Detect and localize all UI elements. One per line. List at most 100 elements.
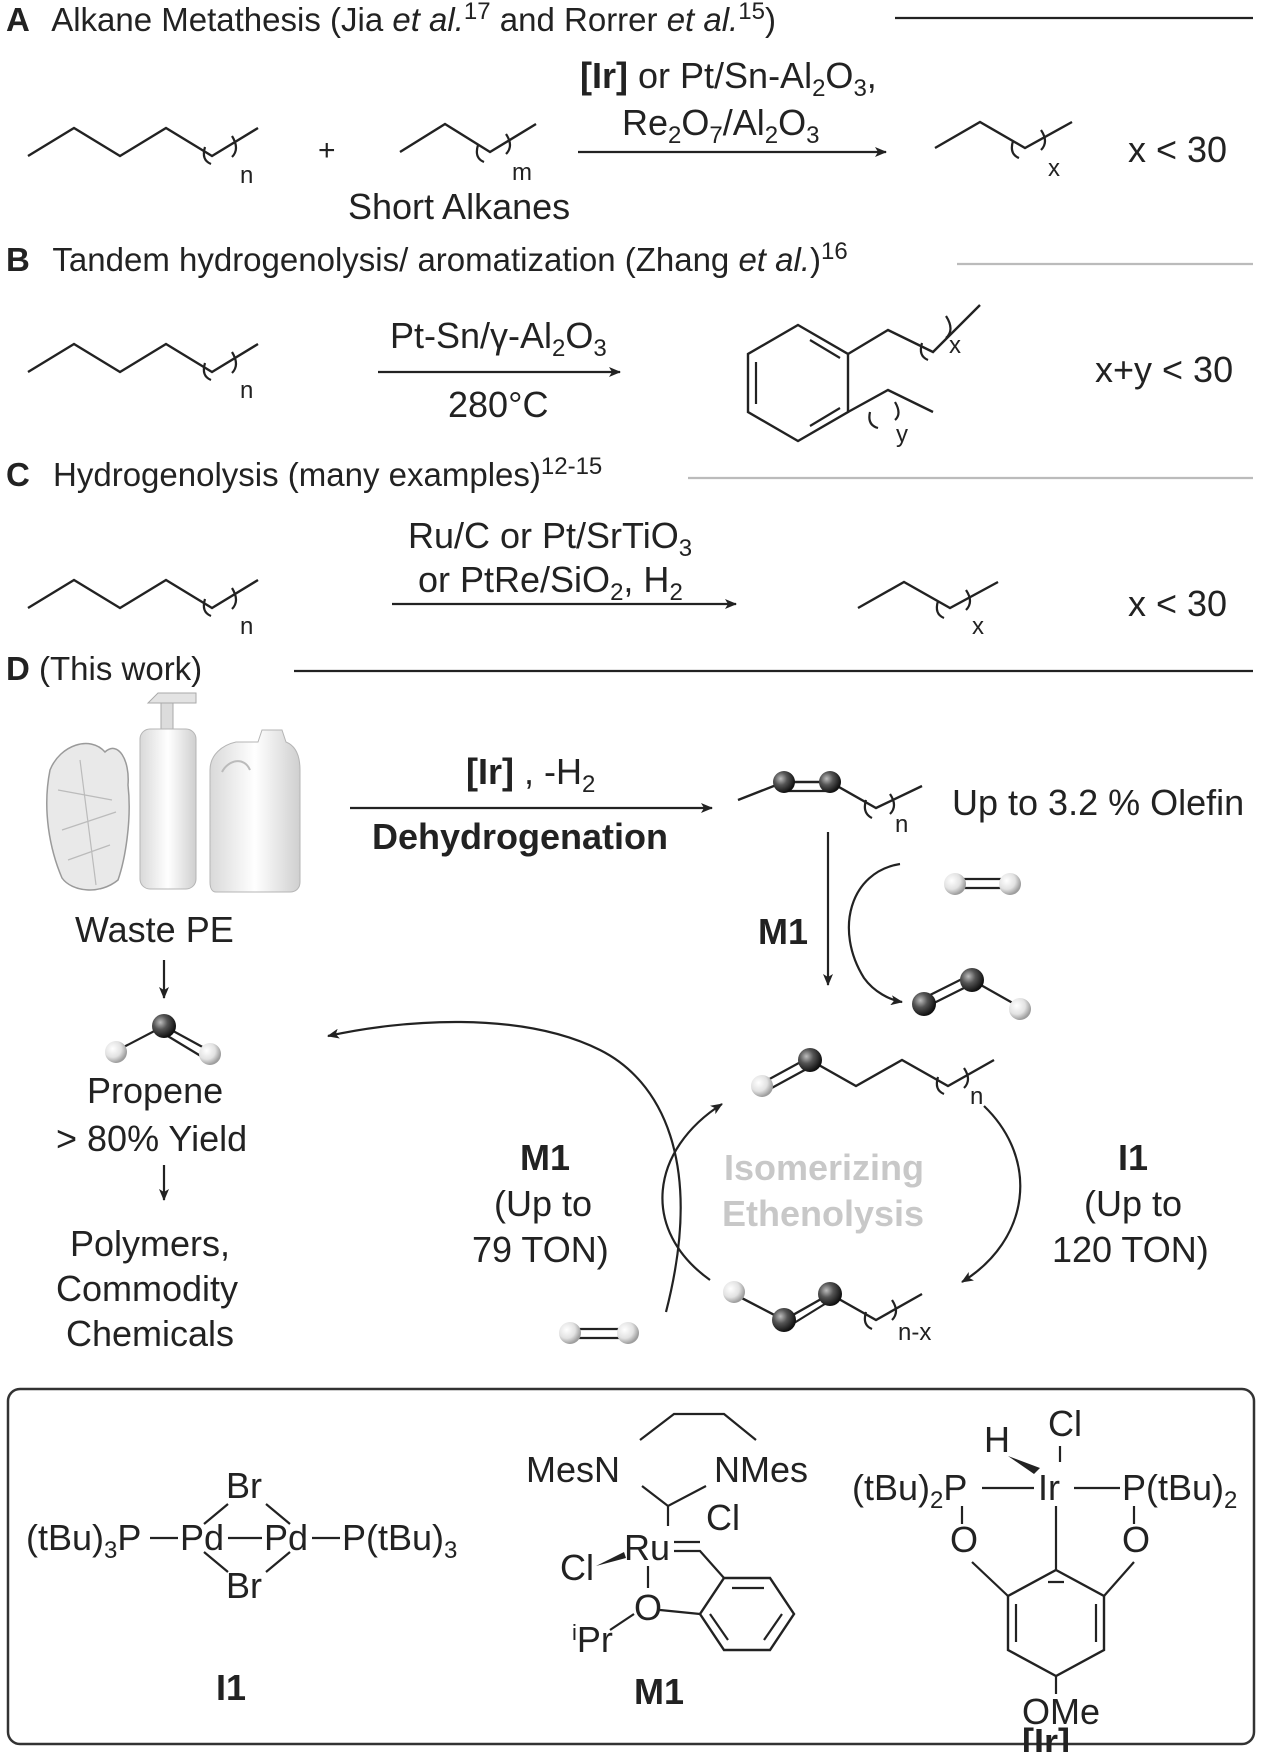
i1-pd-left: Pd bbox=[180, 1517, 224, 1558]
repeat-brackets-a bbox=[202, 135, 238, 166]
i1-right-ligand: P(tBu)3 bbox=[342, 1517, 457, 1564]
alkyl-chain-x bbox=[847, 304, 981, 356]
m1-cl-right: Cl bbox=[706, 1497, 740, 1538]
ethylene-top-carbon-1 bbox=[944, 873, 966, 895]
reactant-sub-n-b: n bbox=[240, 377, 253, 404]
repeat-brackets-product-a bbox=[1010, 129, 1047, 160]
section-c-ref: 12-15 bbox=[541, 453, 602, 480]
svg-text:A Alkane Metathesis (Jia: A Alkane Metathesis (Jia et al.17 and Ro… bbox=[6, 0, 776, 38]
propene-molecule bbox=[105, 1014, 221, 1065]
polymers-line2: Commodity bbox=[56, 1268, 238, 1309]
ethylene-top-carbon-2 bbox=[999, 873, 1021, 895]
i1-pd-right: Pd bbox=[264, 1517, 308, 1558]
result-c: x < 30 bbox=[1128, 583, 1227, 624]
ir-left-ligand: (tBu)2P bbox=[852, 1467, 967, 1514]
cycle-m1-ton-line2: 79 TON) bbox=[472, 1229, 609, 1270]
waste-pe-image bbox=[46, 692, 301, 893]
cycle-i1-ton-line2: 120 TON) bbox=[1052, 1229, 1209, 1270]
bracket-alpha bbox=[935, 1067, 970, 1096]
ir-ome: OMe bbox=[1022, 1691, 1100, 1732]
m1-o: O bbox=[634, 1587, 662, 1628]
i1-name: I1 bbox=[216, 1667, 246, 1708]
ir-h-wedge bbox=[1008, 1456, 1040, 1474]
result-b: x+y < 30 bbox=[1095, 349, 1233, 390]
section-d: D (This work) Waste PE [Ir] , -H2 Dehydr… bbox=[6, 650, 1253, 1354]
olefin-carbon-top-2 bbox=[819, 771, 841, 793]
section-b-title-suffix: ) bbox=[810, 241, 821, 278]
cycle-i1-ton-line1: (Up to bbox=[1084, 1183, 1182, 1224]
dehydrogenation-conditions: [Ir] , -H2 bbox=[466, 751, 595, 798]
internal-olefin-carbon-3 bbox=[818, 1282, 842, 1306]
waste-pe-label: Waste PE bbox=[75, 909, 234, 950]
short-alkanes-label: Short Alkanes bbox=[348, 186, 570, 227]
repeat-brackets-c bbox=[202, 587, 238, 618]
m1-name: M1 bbox=[634, 1671, 684, 1712]
plastic-bag bbox=[46, 742, 130, 891]
m1-alkylidene bbox=[674, 1540, 725, 1579]
alpha-olefin-sub-n: n bbox=[970, 1083, 983, 1110]
pump-head bbox=[146, 692, 197, 704]
catalyst-m1: MesN NMes Ru Cl Cl O iPr M1 bbox=[526, 1412, 808, 1712]
internal-olefin-top: n bbox=[737, 771, 923, 838]
m1-o-ipr-bond bbox=[609, 1613, 635, 1631]
cycle-arrow-right bbox=[961, 1105, 1022, 1283]
section-c-letter: C bbox=[6, 456, 30, 493]
m1-mesn-left: MesN bbox=[526, 1449, 620, 1490]
catalyst-box-frame bbox=[6, 1387, 1256, 1746]
internal-olefin-bottom: n-x bbox=[723, 1281, 931, 1346]
propene-yield: > 80% Yield bbox=[56, 1118, 247, 1159]
section-b-title: Tandem hydrogenolysis/ aromatization (Zh… bbox=[52, 241, 738, 278]
i1-bridge-bonds bbox=[203, 1503, 291, 1573]
section-a-etal-2: et al. bbox=[667, 1, 739, 38]
m1-mesn-right: NMes bbox=[714, 1449, 808, 1490]
section-a: A Alkane Metathesis (Jia et al.17 and Ro… bbox=[6, 0, 1253, 227]
olefin-carbon-top-1 bbox=[773, 771, 795, 793]
ethylene-bottom-carbon-1 bbox=[559, 1322, 581, 1344]
milk-jug bbox=[209, 729, 301, 893]
repeat-brackets-short bbox=[475, 133, 512, 164]
propene-formation-arrow bbox=[327, 1020, 682, 1313]
alkylbenzene-product: x y bbox=[746, 304, 981, 448]
olefin-sub-n: n bbox=[895, 811, 908, 838]
bag-creases bbox=[57, 759, 117, 886]
ir-metal: Ir bbox=[1038, 1467, 1060, 1508]
propene-label: Propene bbox=[87, 1070, 223, 1111]
cycle-center-line2: Ethenolysis bbox=[722, 1193, 924, 1234]
section-a-etal-1: et al. bbox=[392, 1, 464, 38]
pump-bottle bbox=[139, 728, 197, 890]
short-alkane bbox=[399, 122, 537, 154]
propene-molecule-bond-3 bbox=[165, 1034, 205, 1059]
repeat-brackets-b bbox=[202, 351, 238, 382]
pump-stem bbox=[160, 702, 174, 730]
m1-ipr: iPr bbox=[572, 1619, 613, 1660]
reactant-sub-n: n bbox=[240, 162, 253, 189]
product-alkane-a bbox=[934, 120, 1073, 150]
m1-wedge-cl bbox=[596, 1552, 626, 1566]
ir-ring-double-bonds bbox=[1014, 1580, 1098, 1642]
section-b-ref: 16 bbox=[821, 238, 848, 265]
product-sub-x-b: x bbox=[949, 332, 961, 359]
ethylene-bottom-carbon-2 bbox=[617, 1322, 639, 1344]
reactant-sub-n-c: n bbox=[240, 613, 253, 640]
cycle-m1-label: M1 bbox=[520, 1137, 570, 1178]
ir-ring-o-left bbox=[971, 1561, 1009, 1597]
propene-carbon-2 bbox=[152, 1014, 176, 1038]
alpha-olefin: n bbox=[751, 1048, 995, 1110]
long-alkane-c bbox=[27, 578, 259, 610]
bracket-chain-y bbox=[868, 401, 900, 430]
ir-o-right: O bbox=[1122, 1519, 1150, 1560]
section-d-letter: D bbox=[6, 650, 30, 687]
polymers-line1: Polymers, bbox=[70, 1223, 230, 1264]
bracket-chain-x bbox=[919, 315, 952, 362]
ir-h: H bbox=[984, 1419, 1010, 1460]
ethylene-bottom bbox=[559, 1322, 639, 1344]
alpha-olefin-carbon-1 bbox=[751, 1075, 773, 1097]
section-b-letter: B bbox=[6, 241, 30, 278]
propene-released-carbon-2 bbox=[960, 968, 984, 992]
long-alkane-a bbox=[27, 126, 259, 158]
section-c: C Hydrogenolysis (many examples)12-15 n … bbox=[6, 453, 1253, 640]
result-a: x < 30 bbox=[1128, 129, 1227, 170]
repeat-brackets-product-c bbox=[935, 589, 972, 620]
m1-ring-double-bonds bbox=[709, 1586, 783, 1641]
